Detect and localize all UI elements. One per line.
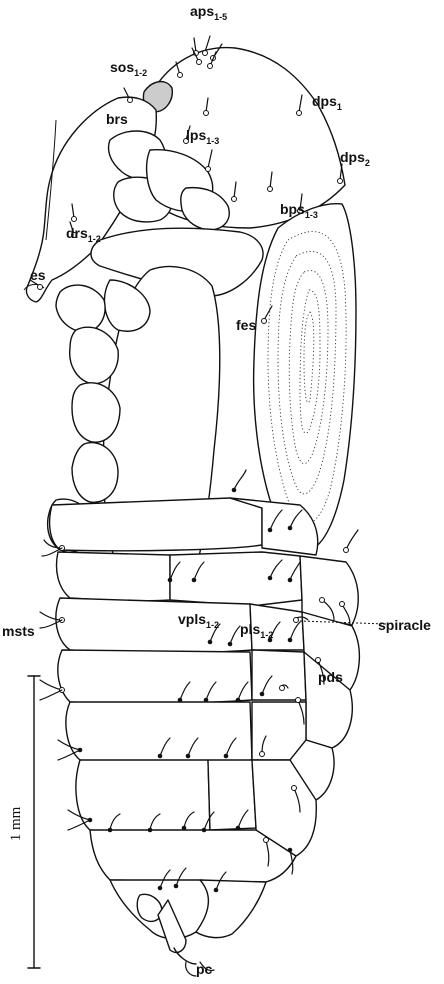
scale-bar: 1 mm [8, 676, 40, 968]
label-pds: pds [318, 669, 343, 685]
wing [254, 204, 356, 550]
label-aps: aps1-5 [190, 3, 227, 22]
label-sos: sos1-2 [110, 59, 147, 78]
label-spiracle: spiracle [378, 617, 431, 633]
label-es: es [30, 267, 46, 283]
scale-bar-label: 1 mm [8, 806, 24, 841]
label-dps2: dps2 [340, 149, 370, 168]
label-msts: msts [2, 623, 35, 639]
label-pc: pc [196, 961, 213, 977]
label-fes: fes [236, 317, 256, 333]
label-brs: brs [106, 111, 128, 127]
abdomen [50, 498, 360, 964]
